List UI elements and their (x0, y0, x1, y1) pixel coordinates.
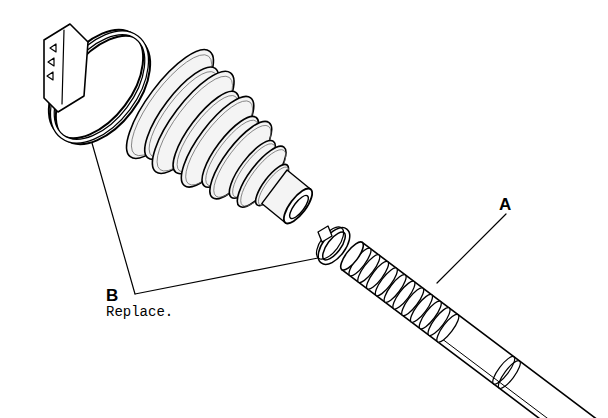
clamp-buckle-edge (62, 30, 64, 104)
clamp-tab (50, 44, 56, 52)
leader-line (92, 143, 135, 294)
leader-line (437, 214, 506, 283)
callout-letter: B (106, 287, 118, 306)
boot-mouth (279, 184, 317, 227)
shaft-spline (434, 312, 462, 345)
clamp-buckle (44, 24, 88, 112)
clamp-tab (47, 72, 53, 80)
small-clamp-lock (318, 226, 332, 242)
boot-mouth-inner (287, 193, 312, 221)
shaft-end (337, 239, 367, 273)
drive-shaft (342, 242, 608, 418)
shaft-groove (495, 358, 523, 391)
leader-line (135, 258, 318, 294)
replace-note: Replace. (106, 305, 173, 320)
callout-letter: A (499, 196, 511, 215)
shaft-shade (441, 338, 601, 418)
clamp-tab (48, 58, 54, 66)
shaft-groove (490, 354, 518, 387)
